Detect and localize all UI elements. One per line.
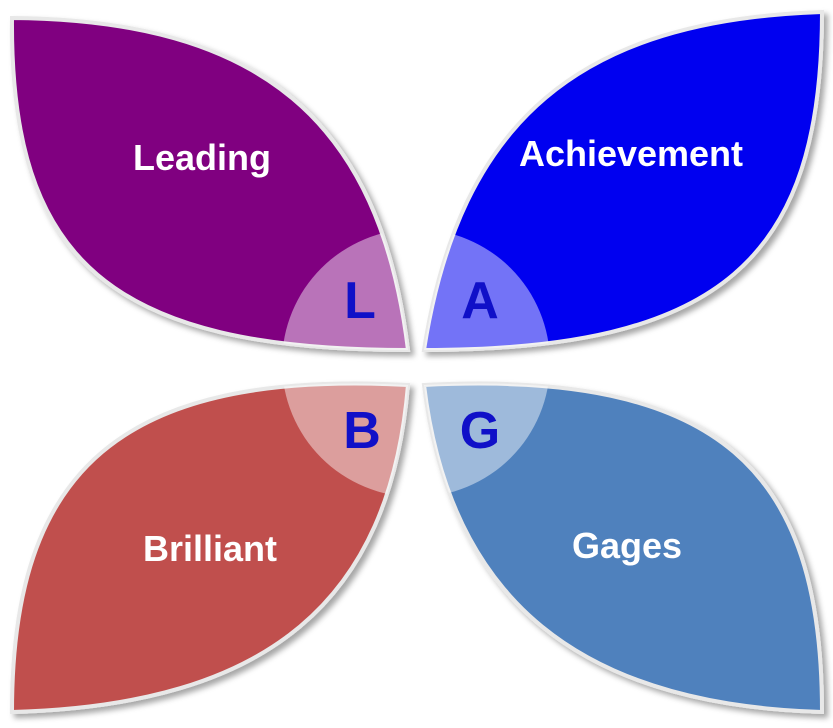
label-leading: Leading [133,137,271,178]
petal-leading [9,15,411,353]
letter-b: B [343,402,381,460]
label-brilliant: Brilliant [143,528,277,569]
petal-achievement [421,9,825,353]
petal-brilliant [9,381,411,715]
label-gages: Gages [572,525,682,566]
label-achievement: Achievement [519,133,743,174]
letter-l: L [344,272,376,330]
center-circle [282,229,550,497]
letter-a: A [461,272,499,330]
letter-g: G [460,402,500,460]
petal-gages [421,381,825,715]
